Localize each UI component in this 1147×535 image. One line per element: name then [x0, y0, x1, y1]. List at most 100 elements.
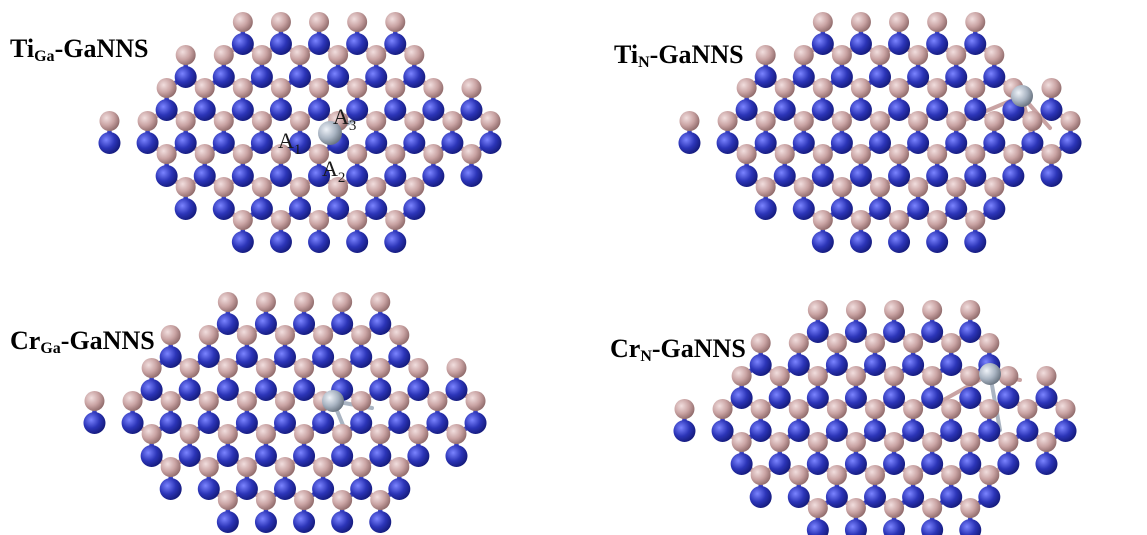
- nitrogen-atom: [350, 412, 373, 434]
- gallium-atom: [84, 391, 105, 411]
- gallium-atom: [865, 465, 885, 485]
- nitrogen-atom: [293, 511, 316, 533]
- gallium-atom: [232, 144, 253, 164]
- nitrogen-atom: [140, 379, 163, 401]
- panel-label-ti-ga: TiGa-GaNNS: [10, 34, 148, 66]
- gallium-atom: [461, 144, 482, 164]
- gallium-atom: [769, 432, 790, 452]
- nitrogen-atom: [193, 99, 216, 121]
- nitrogen-atom: [945, 132, 968, 154]
- nitrogen-atom: [844, 321, 867, 343]
- nitrogen-atom: [730, 453, 753, 475]
- gallium-atom: [270, 12, 291, 32]
- gallium-atom: [908, 177, 929, 197]
- gallium-atom: [845, 432, 866, 452]
- nitrogen-atom: [174, 198, 197, 220]
- nitrogen-atom: [940, 354, 963, 376]
- gallium-atom: [309, 210, 330, 230]
- nitrogen-atom: [216, 511, 239, 533]
- nitrogen-atom: [441, 132, 464, 154]
- dopant-atom: [979, 363, 1001, 385]
- gallium-atom: [217, 490, 238, 510]
- gallium-atom: [889, 78, 910, 98]
- gallium-atom: [213, 45, 234, 65]
- gallium-atom: [385, 78, 406, 98]
- atoms: [678, 12, 1082, 253]
- gallium-atom: [160, 391, 181, 411]
- nitrogen-atom: [902, 420, 925, 442]
- gallium-atom: [965, 144, 986, 164]
- nitrogen-atom: [384, 231, 407, 253]
- nitrogen-atom: [926, 231, 949, 253]
- gallium-atom: [366, 111, 387, 131]
- nitrogen-atom: [869, 66, 891, 88]
- nitrogen-atom: [1035, 387, 1058, 409]
- nitrogen-atom: [844, 453, 867, 475]
- gallium-atom: [807, 498, 828, 518]
- label-main: Ti: [614, 40, 639, 69]
- nitrogen-atom: [888, 33, 911, 55]
- nitrogen-atom: [945, 66, 968, 88]
- gallium-atom: [275, 325, 295, 345]
- nitrogen-atom: [369, 313, 392, 335]
- nitrogen-atom: [365, 66, 388, 88]
- gallium-atom: [194, 78, 215, 98]
- gallium-atom: [194, 144, 215, 164]
- nitrogen-atom: [945, 198, 968, 220]
- gallium-atom: [793, 111, 814, 131]
- nitrogen-atom: [825, 420, 848, 442]
- nitrogen-atom: [140, 445, 163, 467]
- nitrogen-atom: [388, 478, 411, 500]
- nitrogen-atom: [959, 519, 982, 535]
- nitrogen-atom: [711, 420, 734, 442]
- gallium-atom: [998, 366, 1019, 386]
- gallium-atom: [960, 366, 981, 386]
- gallium-atom: [908, 111, 929, 131]
- label-rest: -GaNNS: [54, 34, 149, 63]
- gallium-atom: [213, 111, 234, 131]
- nitrogen-atom: [216, 445, 239, 467]
- nitrogen-atom: [735, 99, 758, 121]
- gallium-atom: [927, 78, 948, 98]
- gallium-atom: [731, 432, 752, 452]
- nitrogen-atom: [959, 453, 982, 475]
- gallium-atom: [960, 432, 981, 452]
- gallium-atom: [884, 432, 905, 452]
- nitrogen-atom: [327, 66, 350, 88]
- gallium-atom: [99, 111, 120, 131]
- nitrogen-atom: [1059, 132, 1082, 154]
- gallium-atom: [408, 358, 429, 378]
- gallium-atom: [389, 457, 410, 477]
- gallium-atom: [423, 144, 444, 164]
- gallium-atom: [712, 399, 733, 419]
- nitrogen-atom: [806, 453, 829, 475]
- label-main: Cr: [610, 334, 641, 363]
- gallium-atom: [774, 78, 795, 98]
- nitrogen-atom: [907, 132, 930, 154]
- nitrogen-atom: [883, 453, 906, 475]
- nitrogen-atom: [811, 99, 834, 121]
- gallium-atom: [927, 210, 948, 230]
- nitrogen-atom: [921, 387, 944, 409]
- nitrogen-atom: [254, 511, 277, 533]
- gallium-atom: [850, 78, 871, 98]
- gallium-atom: [313, 457, 334, 477]
- nitrogen-atom: [274, 346, 296, 368]
- gallium-atom: [217, 358, 238, 378]
- nitrogen-atom: [422, 165, 445, 187]
- nitrogen-atom: [844, 519, 867, 535]
- gallium-atom: [270, 210, 291, 230]
- gallium-atom: [351, 391, 372, 411]
- gallium-atom: [941, 333, 962, 353]
- nitrogen-atom: [997, 453, 1020, 475]
- nitrogen-atom: [825, 486, 848, 508]
- gallium-atom: [1022, 111, 1043, 131]
- nitrogen-atom: [293, 379, 316, 401]
- panel-cr-ga: CrGa-GaNNS: [0, 290, 560, 535]
- gallium-atom: [232, 12, 253, 32]
- nitrogen-atom: [806, 387, 829, 409]
- gallium-atom: [122, 391, 143, 411]
- gallium-atom: [750, 399, 771, 419]
- gallium-atom: [731, 366, 752, 386]
- nitrogen-atom: [1040, 99, 1063, 121]
